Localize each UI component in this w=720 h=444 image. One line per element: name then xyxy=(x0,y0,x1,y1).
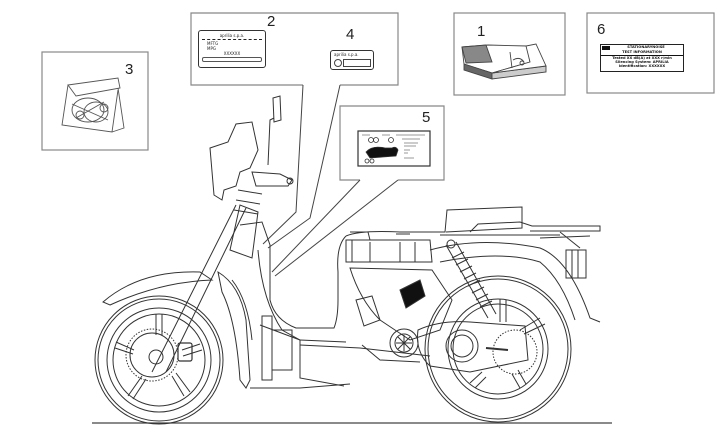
callout-number-2: 2 xyxy=(267,13,276,30)
engine xyxy=(345,231,453,363)
noise-test-label: STATIONARYNOISE TEST INFORMATION Tested … xyxy=(600,44,684,72)
mirror xyxy=(267,95,282,166)
front-fender xyxy=(102,271,214,306)
label2-brand: aprilia s.p.a. xyxy=(219,33,245,38)
label4-brand: aprilia s.p.a. xyxy=(334,52,359,57)
label6-line3: Tested XX dB(A) at XXX r/min xyxy=(612,56,672,60)
leader-line-5a xyxy=(271,179,361,273)
front-fork xyxy=(151,204,247,373)
manufacturer-plate: aprilia s.p.a. MFTG MPG XXXXXX xyxy=(198,30,266,68)
tyre-pressure-label-icon xyxy=(357,130,431,167)
front-wheel xyxy=(94,295,224,425)
label2-line1: MFTG xyxy=(207,41,219,46)
label2-divider xyxy=(202,39,262,40)
scooter-drawing xyxy=(94,95,601,425)
leg-shield xyxy=(217,270,251,389)
callout-number-1: 1 xyxy=(477,23,486,40)
leader-line-4 xyxy=(267,84,341,249)
leader-line-5b xyxy=(274,179,399,277)
label4-field xyxy=(343,59,371,67)
small-identification-plate: aprilia s.p.a. xyxy=(330,50,374,70)
label6-line1: STATIONARYNOISE xyxy=(627,45,665,49)
label6-line4: Silencing System: APRILIA xyxy=(615,60,669,64)
label2-bar xyxy=(202,57,262,62)
label6-divider xyxy=(601,55,683,56)
callout-box-5 xyxy=(339,105,445,181)
label4-circle xyxy=(334,59,342,67)
callout-number-5: 5 xyxy=(422,109,431,126)
rear-wheel xyxy=(424,275,572,423)
rear-rack xyxy=(469,221,601,249)
callout-box-3 xyxy=(41,51,149,151)
callout-number-3: 3 xyxy=(125,61,134,78)
callout-number-4: 4 xyxy=(346,26,355,43)
callout-box-2-4 xyxy=(190,12,399,86)
owner-manual-icon xyxy=(461,43,547,80)
transmission-cover xyxy=(417,321,529,373)
label2-line3: XXXXXX xyxy=(223,51,241,56)
callout-box-1 xyxy=(453,12,566,96)
callout-number-6: 6 xyxy=(597,21,606,38)
label2-line2: MPG xyxy=(207,46,216,51)
windshield xyxy=(209,121,259,201)
tool-kit-pouch-icon xyxy=(61,77,125,133)
label6-black-tab xyxy=(602,46,610,50)
taillight xyxy=(565,249,587,279)
label6-line2: TEST INFORMATION xyxy=(622,50,662,54)
label6-line5: Identification: XXXXXX xyxy=(618,64,666,68)
callout-box-6 xyxy=(586,12,715,94)
seat xyxy=(345,206,523,237)
leader-line-2 xyxy=(262,84,304,245)
